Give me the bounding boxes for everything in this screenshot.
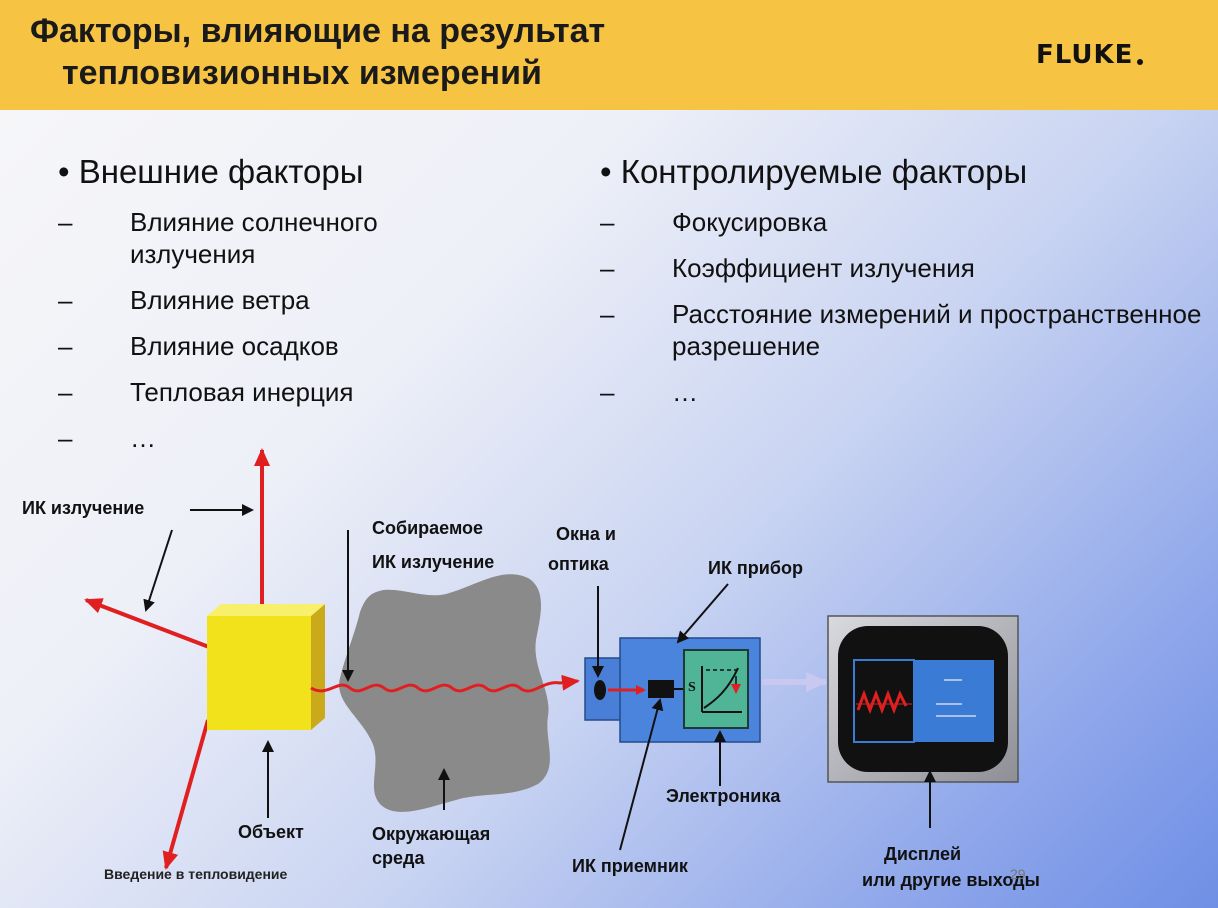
device-arrow	[676, 583, 729, 644]
ir-radiation-label: ИК излучение	[22, 498, 145, 518]
object-cube-side	[311, 604, 325, 730]
object-cube	[207, 616, 311, 730]
environment-label-line-2: среда	[372, 848, 425, 868]
list-item: –Влияние ветра	[58, 285, 310, 315]
logo-text: FLUKE	[1036, 40, 1134, 70]
title-line-2: тепловизионных измерений	[62, 54, 542, 92]
lens-icon	[594, 680, 606, 700]
down-radiation-ray	[162, 719, 210, 870]
environment-cloud	[339, 574, 550, 812]
ir-beam	[310, 674, 580, 693]
fluke-logo: FLUKE	[1036, 34, 1204, 76]
title-line-1: Факторы, влияющие на результат	[30, 12, 606, 50]
dash: –	[600, 253, 615, 283]
list-item: –Фокусировка	[600, 207, 828, 237]
dash: –	[58, 423, 73, 453]
display-label-line-2: или другие выходы	[862, 870, 1040, 890]
receiver-arrow	[619, 698, 664, 851]
course-footer: Введение в тепловидение	[104, 866, 288, 882]
windows-label-line-1: Окна и	[556, 524, 616, 544]
electronics-label: Электроника	[666, 786, 781, 806]
windows-label-line-2: оптика	[548, 554, 609, 574]
dash: –	[58, 377, 73, 407]
display-label-line-1: Дисплей	[884, 844, 962, 864]
list-item: –…	[600, 377, 698, 407]
list-item: –Тепловая инерция	[58, 377, 354, 407]
response-curve-icon	[701, 666, 742, 713]
external-factors-heading: • Внешние факторы	[58, 153, 364, 190]
dash: –	[600, 299, 615, 329]
list-item: –Влияние осадков	[58, 331, 339, 361]
detector-icon	[648, 680, 674, 698]
dash: –	[58, 331, 73, 361]
list-item: –Расстояние измерений и пространственное…	[600, 299, 1202, 361]
list-item: –…	[58, 423, 156, 453]
ir-device-label: ИК прибор	[708, 558, 803, 578]
controlled-factors-list: • Контролируемые факторы –Фокусировка –К…	[600, 152, 1201, 408]
display-screen-right	[914, 660, 994, 742]
controlled-factors-heading: • Контролируемые факторы	[600, 153, 1028, 190]
dash: –	[58, 207, 73, 237]
dash: –	[600, 377, 615, 407]
list-item: –Коэффициент излучения	[600, 253, 975, 283]
collected-label-line-1: Собираемое	[372, 518, 484, 538]
collected-label-line-2: ИК излучение	[372, 552, 495, 572]
page-number: 29	[1010, 866, 1026, 882]
slide-title: Факторы, влияющие на результат тепловизи…	[30, 10, 605, 94]
environment-label-line-1: Окружающая	[372, 824, 491, 844]
title-bar: Факторы, влияющие на результат тепловизи…	[0, 0, 1218, 110]
external-factors-list: • Внешние факторы –Влияние солнечного из…	[58, 152, 528, 454]
left-radiation-ray	[84, 598, 223, 654]
logo-dot-icon	[1137, 59, 1144, 65]
ir-receiver-label: ИК приемник	[572, 856, 688, 876]
list-item: –Влияние солнечного излучения	[58, 207, 378, 269]
ir-radiation-arrow-2	[143, 529, 173, 612]
dash: –	[600, 207, 615, 237]
signal-glyph: S	[688, 680, 696, 695]
object-label: Объект	[238, 822, 304, 842]
object-cube-top	[207, 604, 325, 616]
waveform-icon	[856, 689, 908, 715]
dash: –	[58, 285, 73, 315]
